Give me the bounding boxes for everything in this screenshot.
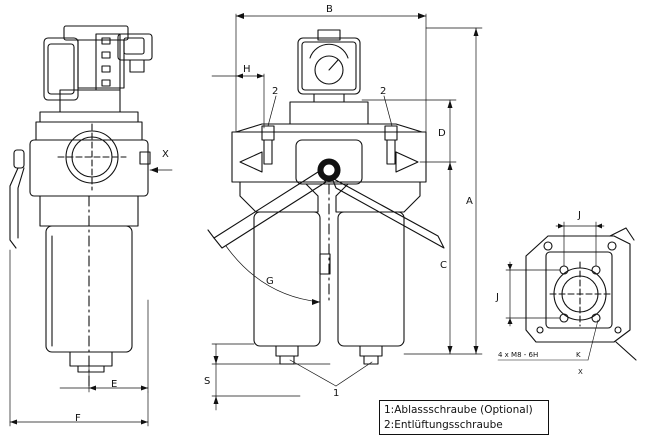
callout-vent-left: 2 [272, 86, 278, 97]
section-x-label: X [578, 368, 583, 376]
label-d: D [438, 128, 446, 139]
label-f: F [75, 413, 81, 424]
label-x: X [162, 149, 169, 160]
bolt-k: K [576, 351, 581, 359]
label-j-left: J [495, 292, 499, 303]
label-s: S [204, 376, 210, 387]
label-a: A [466, 196, 473, 207]
label-g: G [266, 276, 274, 287]
label-j-top: J [577, 210, 581, 221]
bolt-spec: 4 x M8 - 6H [498, 351, 538, 359]
callout-vent-right: 2 [380, 86, 386, 97]
side-view [9, 25, 173, 427]
legend-box: 1:Ablassschraube (Optional) 2:Entlüftung… [379, 400, 549, 435]
legend-item-vent-screw: 2:Entlüftungsschraube [384, 419, 503, 431]
label-c: C [440, 260, 447, 271]
label-h: H [243, 64, 251, 75]
front-view [207, 13, 483, 411]
label-e: E [111, 379, 117, 390]
flange-view [497, 221, 637, 361]
legend-item-drain-screw: 1:Ablassschraube (Optional) [384, 404, 533, 416]
callout-drain: 1 [333, 388, 339, 399]
label-b: B [326, 4, 333, 15]
